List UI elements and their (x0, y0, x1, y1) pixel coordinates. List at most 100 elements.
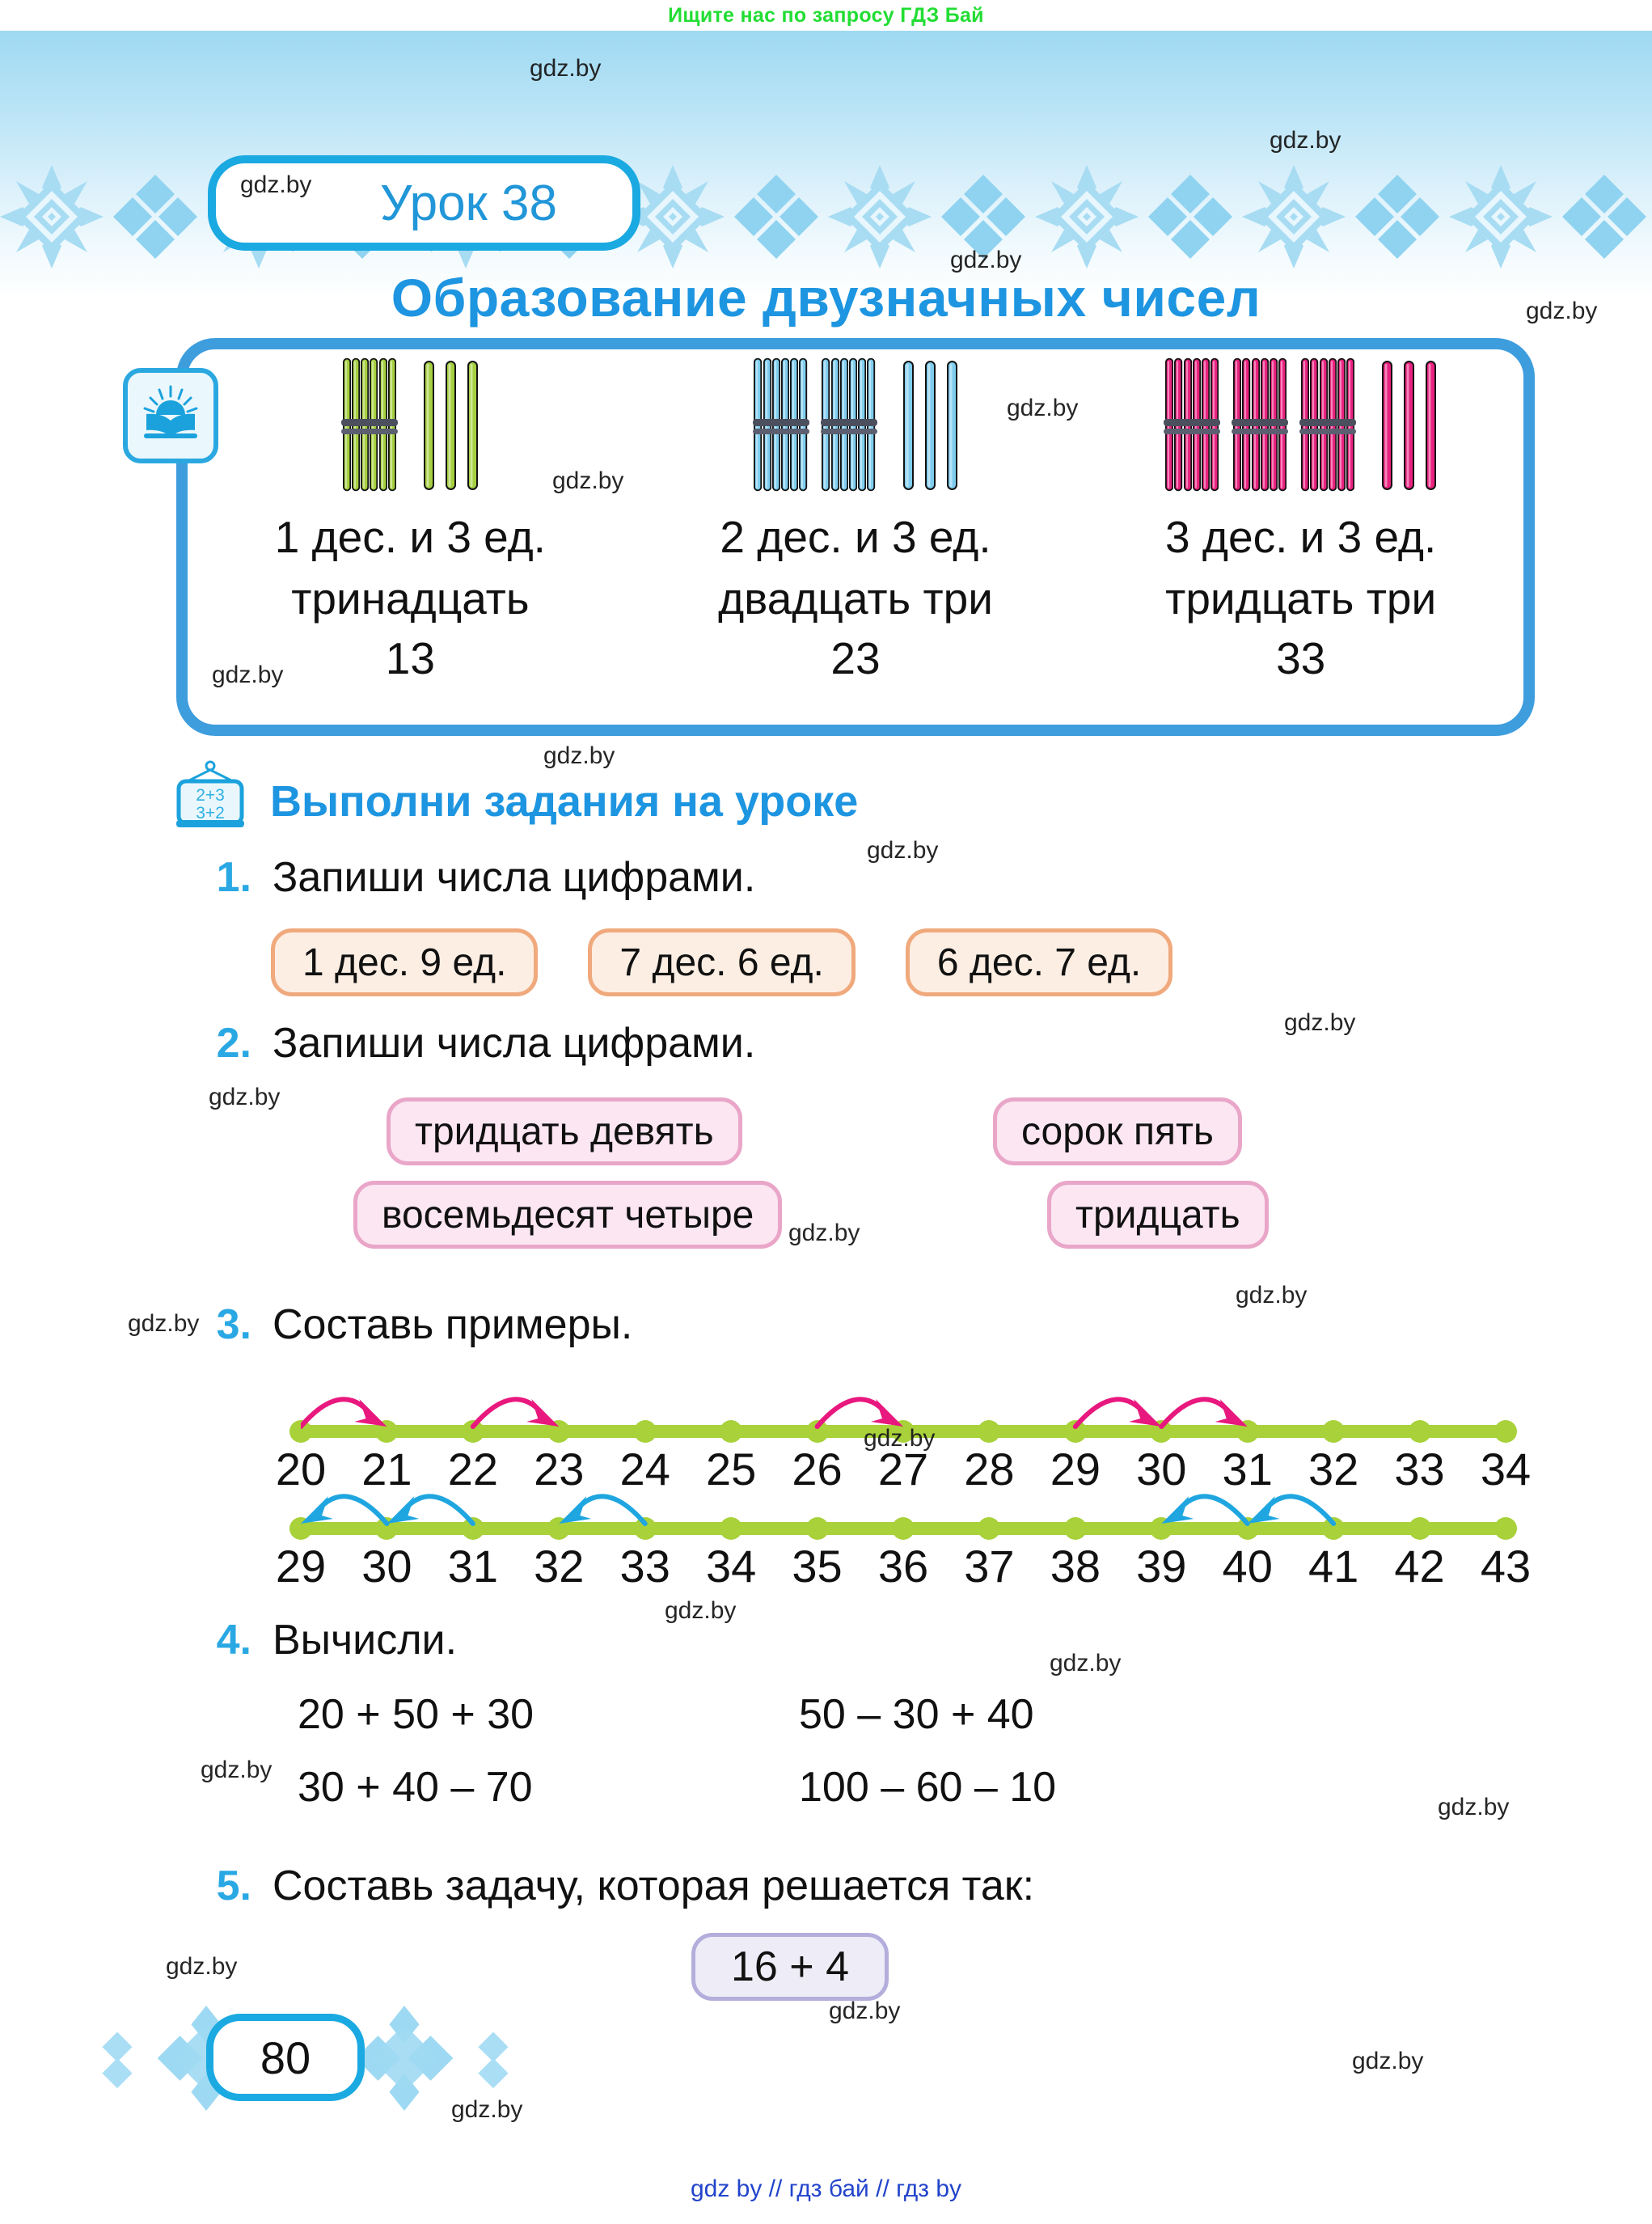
chip-sorok-pyat[interactable]: сорок пять (993, 1097, 1242, 1165)
numberline-tick-label: 29 (275, 1541, 327, 1592)
numberline-tick-label: 32 (1308, 1444, 1359, 1495)
chip-7-6[interactable]: 7 дес. 6 ед. (588, 928, 856, 996)
chip-1-9[interactable]: 1 дес. 9 ед. (271, 928, 539, 996)
numberline-tick-label: 34 (705, 1541, 757, 1592)
board-line-2: 3+2 (196, 804, 225, 822)
page-number: 80 (206, 2014, 365, 2101)
ornament-diamond-icon (1346, 165, 1449, 268)
numberline-tick-label: 29 (1050, 1444, 1101, 1495)
numberline-tick-label: 25 (705, 1444, 757, 1495)
demo-line-word: тринадцать (291, 573, 530, 624)
tens-bundles (340, 353, 398, 497)
ones-sticks (423, 353, 478, 490)
numberline-tick (978, 1420, 1001, 1443)
open-book-sunrise-icon (123, 368, 218, 463)
tasks-header: 2+3 3+2 Выполни задания на уроке (171, 760, 858, 842)
chip-tridtsat-devyat[interactable]: тридцать девять (387, 1097, 742, 1165)
tens-bundles (752, 353, 877, 497)
demo-line-word: тридцать три (1165, 573, 1437, 624)
exercise-4-text: Вычисли. (273, 1617, 458, 1664)
numberline-tick-label: 30 (1136, 1444, 1187, 1495)
footer-links: gdz by // гдз бай // гдз by (690, 2175, 962, 2202)
ornament-star-icon (828, 165, 932, 268)
numberline-arrow (559, 1494, 648, 1526)
numberline-tick-label: 37 (964, 1541, 1015, 1592)
numberline-tick (720, 1517, 743, 1540)
numberline-tick (978, 1517, 1001, 1540)
numberline-arrow (1161, 1494, 1250, 1526)
chip-16-plus-4[interactable]: 16 + 4 (691, 1933, 889, 2001)
numberline-tick (892, 1517, 915, 1540)
demo-line-tens-ones: 2 дес. и 3 ед. (720, 512, 991, 562)
watermark: gdz.by (128, 1310, 200, 1337)
watermark: gdz.by (1236, 1282, 1308, 1309)
watermark: gdz.by (212, 662, 284, 688)
numberline-tick-label: 28 (964, 1444, 1015, 1495)
place-value-column: 1 дес. и 3 ед. тринадцать 13 (188, 338, 633, 736)
numberline-tick-label: 33 (1394, 1444, 1445, 1495)
exercise-3-heading: 3. Составь примеры. (206, 1300, 633, 1349)
ornament-star-icon (1035, 165, 1139, 268)
exercise-1-heading: 1. Запиши числа цифрами. (206, 853, 756, 902)
tasks-header-label: Выполни задания на уроке (270, 776, 859, 826)
numberline-tick-label: 40 (1222, 1541, 1273, 1592)
watermark: gdz.by (451, 2096, 523, 2123)
demo-line-word: двадцать три (718, 573, 993, 624)
blackboard-icon: 2+3 3+2 (171, 760, 249, 842)
numberline-arrow (1159, 1397, 1248, 1429)
numberline-arrow (301, 1397, 387, 1429)
chip-6-7[interactable]: 6 дес. 7 ед. (905, 928, 1173, 996)
numberline-tick-label: 27 (877, 1444, 929, 1495)
numberline-arrows (301, 1494, 1337, 1526)
ones-sticks (902, 353, 957, 490)
promo-banner: Ищите нас по запросу ГДЗ Бай (668, 4, 984, 27)
ornament-diamond-icon (1139, 165, 1242, 268)
numberline-tick-label: 23 (534, 1444, 585, 1495)
demo-line-tens-ones: 3 дес. и 3 ед. (1165, 512, 1437, 562)
lesson-label: Урок 38 (380, 175, 557, 231)
watermark: gdz.by (201, 1757, 273, 1783)
watermark: gdz.by (665, 1597, 737, 1624)
sticks-row (752, 353, 957, 500)
watermark: gdz.by (864, 1425, 936, 1452)
ornament-diamond-icon (932, 165, 1035, 268)
exercise-3-text: Составь примеры. (273, 1301, 633, 1348)
exercise-5-number: 5. (216, 1862, 251, 1909)
watermark: gdz.by (543, 742, 615, 769)
watermark: gdz.by (867, 837, 939, 864)
numberline-tick (805, 1517, 829, 1540)
numberline-tick-label: 22 (447, 1444, 498, 1495)
numberline-tick-label: 38 (1050, 1541, 1101, 1592)
exercise-1-number: 1. (216, 854, 251, 901)
page-ornament-right (344, 2006, 522, 2111)
watermark: gdz.by (829, 1998, 901, 2024)
watermark: gdz.by (1438, 1794, 1510, 1820)
exercise-4-number: 4. (216, 1617, 251, 1664)
exercise-1-chips: 1 дес. 9 ед. 7 дес. 6 ед. 6 дес. 7 ед. (271, 928, 1532, 996)
watermark: gdz.by (530, 55, 602, 82)
numberline-arrow (301, 1494, 390, 1526)
demo-line-digits: 23 (830, 633, 881, 683)
chip-tridtsat[interactable]: тридцать (1047, 1181, 1269, 1249)
numberline-tick (1494, 1517, 1517, 1540)
numberline-tick-label: 42 (1394, 1541, 1445, 1592)
sticks-row (1164, 353, 1437, 500)
numberline-tick-label: 36 (877, 1541, 929, 1592)
numberline-tick-label: 32 (534, 1541, 585, 1592)
numberline-arrow (387, 1494, 475, 1526)
page-title: Образование двузначных чисел (391, 268, 1261, 328)
place-value-demo: 1 дес. и 3 ед. тринадцать 13 (188, 338, 1523, 736)
chip-vosemdesyat-chetyre[interactable]: восемьдесят четыре (353, 1181, 783, 1249)
numberline-tick (1322, 1420, 1346, 1443)
numberline-tick-label: 21 (361, 1444, 412, 1495)
watermark: gdz.by (209, 1084, 281, 1110)
exercise-1-text: Запиши числа цифрами. (273, 854, 756, 901)
watermark: gdz.by (950, 247, 1022, 273)
tens-bundles (1164, 353, 1357, 497)
numberline-tick-label: 20 (275, 1444, 327, 1495)
watermark: gdz.by (1352, 2048, 1424, 2074)
exercise-2-text: Запиши числа цифрами. (273, 1020, 756, 1067)
watermark: gdz.by (788, 1220, 860, 1246)
